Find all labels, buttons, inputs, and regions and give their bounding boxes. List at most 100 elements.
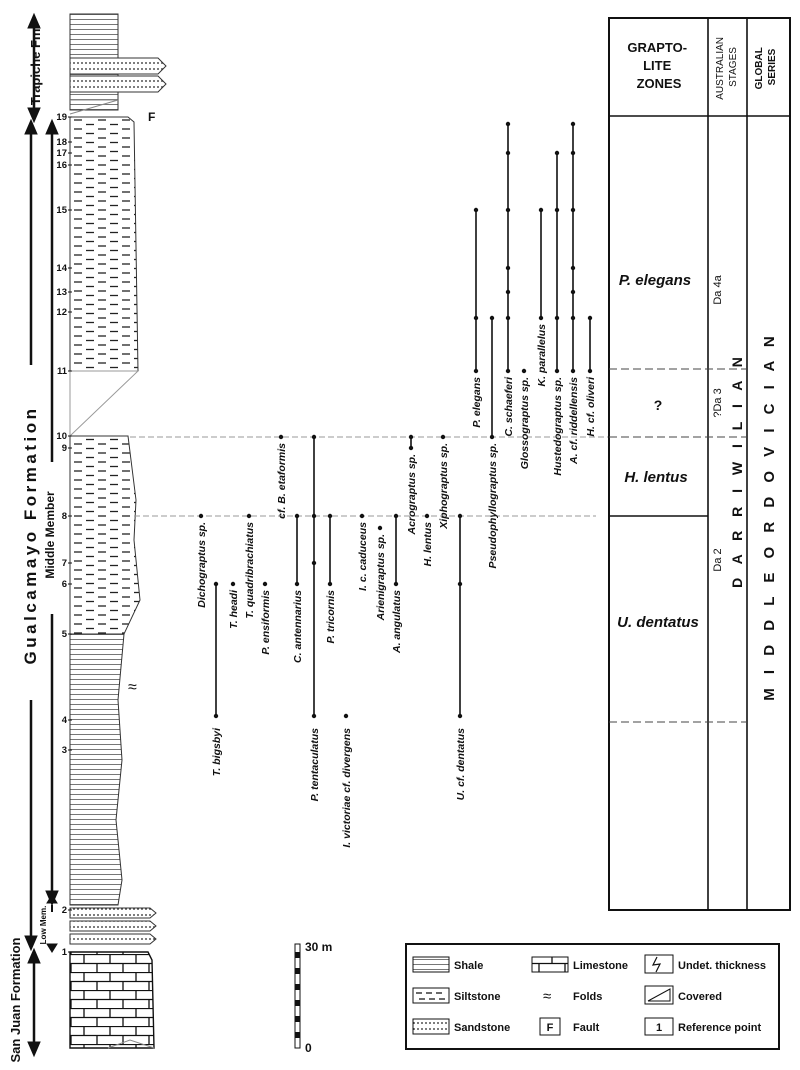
- column-shale: [69, 633, 125, 906]
- reference-point-label: 10: [56, 431, 67, 442]
- reference-point-label: 3: [62, 745, 67, 756]
- taxon-range: Xiphograptus sp.: [438, 434, 450, 530]
- taxon-range: T. quadribrachiatus: [244, 513, 256, 619]
- gualcamayo-label: Gualcamayo Formation: [21, 406, 40, 665]
- legend-frame: [405, 943, 780, 1050]
- legend-siltstone-swatch: [412, 987, 450, 1004]
- taxon-range: U. cf. dentatus: [455, 513, 467, 800]
- formation-labels: Trapiche Fm. Gualcamayo Formation Middle…: [8, 18, 57, 1062]
- taxon-range: cf. B. etaformis: [276, 434, 288, 519]
- taxon-occurrence-dot: [554, 150, 560, 156]
- taxon-range: H. lentus: [422, 513, 434, 566]
- taxon-name: K. parallelus: [536, 324, 548, 387]
- column-middle-siltstone: [69, 435, 141, 635]
- taxon-name: Pseudophyllograptus sp.: [487, 443, 499, 569]
- taxon-range: K. parallelus: [536, 207, 548, 387]
- series-header: GLOBAL SERIES: [754, 45, 778, 90]
- taxon-range: H. cf. oliveri: [585, 315, 597, 437]
- taxon-occurrence-dot: [521, 368, 527, 374]
- legend-refpoint-label: Reference point: [678, 1022, 761, 1034]
- folds-icon: ≈: [543, 988, 551, 1005]
- undet-thickness-icon: [651, 956, 662, 973]
- taxon-occurrence-dot: [393, 513, 399, 519]
- scale-bottom-label: 0: [305, 1041, 312, 1055]
- stages-header: AUSTRALIAN STAGES: [715, 34, 739, 100]
- covered-icon: [647, 988, 671, 1002]
- zone-table-frame: [608, 17, 791, 911]
- taxon-occurrence-dot: [489, 315, 495, 321]
- taxon-occurrence-dot: [262, 581, 268, 587]
- taxon-name: C. antennarius: [292, 590, 304, 663]
- lower-member-sandstone: [69, 907, 157, 919]
- taxon-occurrence-dot: [457, 713, 463, 719]
- taxon-name: C. schaeferi: [503, 376, 515, 437]
- taxon-occurrence-dot: [408, 445, 414, 451]
- lower-member-sandstone: [69, 933, 157, 945]
- taxon-occurrence-dot: [343, 713, 349, 719]
- taxon-occurrence-dot: [473, 315, 479, 321]
- reference-point-label: 5: [62, 629, 68, 640]
- reference-point-label: 12: [56, 307, 67, 318]
- taxon-name: Xiphograptus sp.: [438, 443, 450, 530]
- taxon-occurrence-dot: [554, 315, 560, 321]
- taxon-occurrence-dot: [505, 150, 511, 156]
- reference-point-label: 6: [62, 579, 67, 590]
- taxon-name: Acrograptus sp.: [406, 454, 418, 536]
- taxon-name: P. tentaculatus: [309, 728, 321, 801]
- taxon-occurrence-dot: [587, 315, 593, 321]
- column-upper-siltstone: [69, 116, 139, 372]
- taxon-name: T. bigsbyi: [211, 727, 223, 776]
- taxon-occurrence-dot: [311, 434, 317, 440]
- taxon-occurrence-dot: [505, 207, 511, 213]
- taxon-occurrence-dot: [457, 513, 463, 519]
- reference-point-label: 1: [62, 947, 68, 958]
- covered-interval: [69, 99, 119, 115]
- taxon-range: P. tricornis: [325, 513, 337, 644]
- taxon-range: T. headi: [228, 581, 240, 629]
- zones-header: GRAPTO- LITE ZONES: [627, 40, 690, 91]
- reference-point-label: 4: [62, 715, 68, 726]
- taxon-range: C. antennarius: [292, 513, 304, 663]
- taxon-range: A. cf. riddellensis: [568, 121, 580, 465]
- taxon-occurrence-dot: [570, 121, 576, 127]
- taxon-occurrence-dot: [359, 513, 365, 519]
- legend-refpoint-swatch: [644, 1017, 674, 1036]
- legend-folds-label: Folds: [573, 991, 602, 1003]
- taxon-occurrence-dot: [538, 207, 544, 213]
- reference-point-label: 17: [56, 148, 67, 159]
- column-limestone: [69, 951, 155, 1049]
- taxon-occurrence-dot: [311, 513, 317, 519]
- taxon-range: Dichograptus sp.: [196, 513, 208, 608]
- reference-point-label: 15: [56, 205, 67, 216]
- middle-ordovician-label: M I D D L E O R D O V I C I A N: [761, 331, 778, 700]
- darriwilian-label: D A R R I W I L I A N: [729, 352, 745, 588]
- reference-point-label: 7: [62, 558, 67, 569]
- san-juan-label: San Juan Formation: [8, 937, 23, 1062]
- fault-marker: F: [148, 110, 155, 124]
- taxon-occurrence-dot: [408, 434, 414, 440]
- legend-sandstone-swatch: [412, 1018, 450, 1035]
- taxon-occurrence-dot: [554, 368, 560, 374]
- taxon-name: I. victoriae cf. divergens: [341, 728, 353, 848]
- taxon-range: C. schaeferi: [503, 121, 515, 437]
- taxon-range: A. angulatus: [391, 513, 403, 654]
- taxon-name: P. elegans: [471, 377, 483, 428]
- taxon-range: P. ensiformis: [260, 581, 272, 655]
- zone-unknown: ?: [654, 397, 663, 413]
- stage-da4a: Da 4a: [712, 274, 724, 304]
- taxon-occurrence-dot: [424, 513, 430, 519]
- taxon-occurrence-dot: [473, 207, 479, 213]
- taxon-occurrence-dot: [570, 289, 576, 295]
- scale-bar: 30 m 0: [294, 940, 332, 1055]
- taxon-occurrence-dot: [213, 581, 219, 587]
- taxon-name: Hustedograptus sp.: [552, 377, 564, 476]
- taxon-occurrence-dot: [570, 368, 576, 374]
- fault-icon: F: [547, 1022, 554, 1034]
- reference-point-label: 14: [56, 263, 67, 274]
- reference-point-label: 16: [56, 160, 67, 171]
- taxon-name: T. quadribrachiatus: [244, 522, 256, 619]
- correlation-lines: [130, 436, 608, 517]
- reference-point-label: 18: [56, 137, 67, 148]
